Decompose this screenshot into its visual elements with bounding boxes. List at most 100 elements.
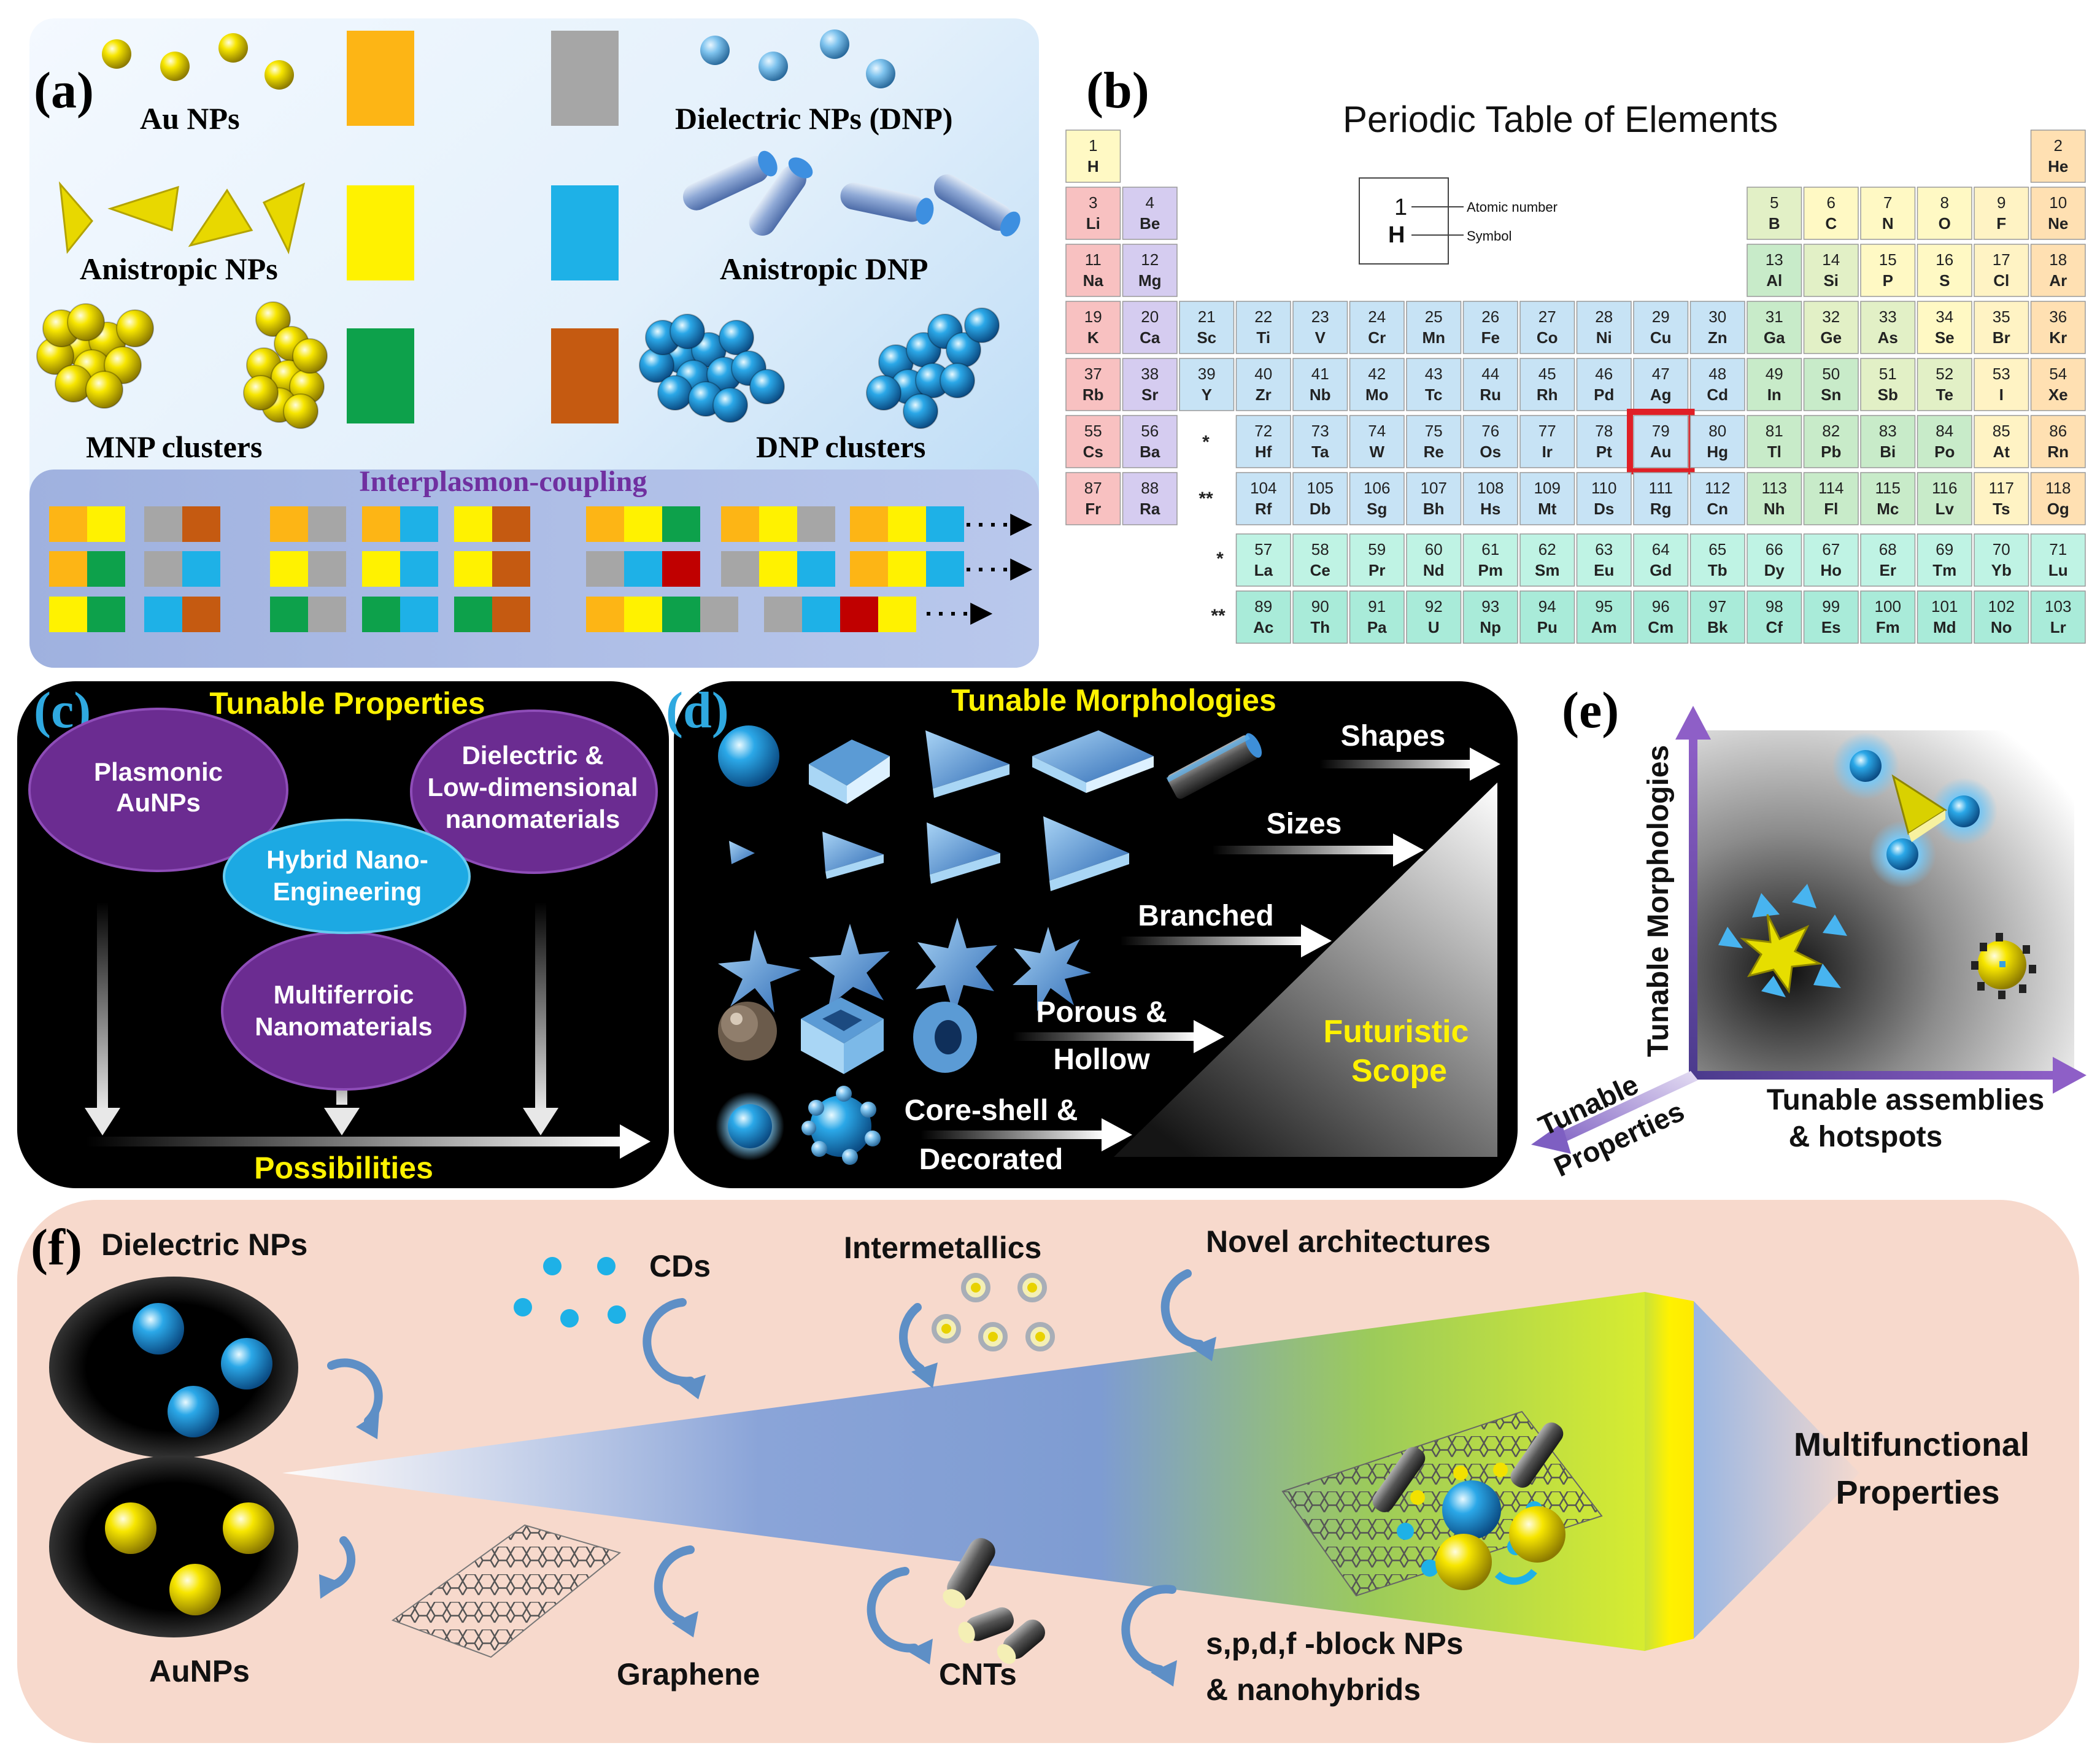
large-triangle-icon <box>927 822 1000 875</box>
series-marker: ** <box>1199 489 1213 509</box>
dielectric-rod <box>682 150 778 211</box>
xl-triangle-edge <box>1049 853 1129 891</box>
cluster-sphere <box>283 393 318 429</box>
au-nanoparticle <box>160 52 190 81</box>
svg-text:46: 46 <box>1595 365 1613 383</box>
svg-text:68: 68 <box>1879 540 1897 559</box>
svg-text:Sm: Sm <box>1535 561 1559 579</box>
svg-text:25: 25 <box>1425 307 1443 326</box>
multiferroic-ellipse <box>221 931 466 1091</box>
coupling-combo <box>49 551 125 587</box>
svg-text:57: 57 <box>1254 540 1272 559</box>
svg-text:W: W <box>1369 443 1384 461</box>
svg-text:Rg: Rg <box>1650 500 1672 518</box>
svg-text:55: 55 <box>1084 422 1102 440</box>
panel-a-label: (a) <box>34 62 94 119</box>
au-nanoparticle <box>102 39 131 69</box>
element-cell-i: 53I <box>1974 358 2029 411</box>
dielectric-rod <box>934 174 1021 237</box>
svg-text:Ho: Ho <box>1820 561 1842 579</box>
svg-text:18: 18 <box>2049 250 2067 269</box>
down-arrow <box>535 902 546 1111</box>
svg-text:98: 98 <box>1766 597 1783 616</box>
curved-arrows <box>324 1269 1204 1674</box>
svg-text:Gd: Gd <box>1650 561 1672 579</box>
svg-text:Y: Y <box>1202 385 1212 404</box>
novel-label: Novel architectures <box>1206 1224 1491 1259</box>
series-marker: ** <box>1211 606 1226 626</box>
cluster-sphere <box>255 301 291 337</box>
svg-text:I: I <box>1999 385 2004 404</box>
svg-text:Sn: Sn <box>1821 385 1841 404</box>
z-axis-bar <box>1546 1071 1698 1148</box>
svg-text:Eu: Eu <box>1594 561 1614 579</box>
square-plate-edge <box>1032 756 1086 793</box>
svg-text:Ce: Ce <box>1310 561 1330 579</box>
dielectric-np-icon <box>168 1386 219 1437</box>
svg-text:109: 109 <box>1534 479 1561 497</box>
svg-text:35: 35 <box>1993 307 2010 326</box>
svg-text:67: 67 <box>1822 540 1840 559</box>
svg-text:26: 26 <box>1481 307 1499 326</box>
svg-text:Fl: Fl <box>1824 500 1838 518</box>
element-key-symbol: H <box>1388 222 1405 248</box>
element-cell-y: 39Y <box>1179 358 1235 411</box>
dielectric-rod <box>840 182 934 225</box>
svg-text:Hf: Hf <box>1255 443 1272 461</box>
svg-text:7: 7 <box>1883 193 1892 212</box>
svg-text:96: 96 <box>1652 597 1670 616</box>
coupling-combo <box>454 551 530 587</box>
svg-text:Lv: Lv <box>1936 500 1955 518</box>
svg-text:52: 52 <box>1936 365 1953 383</box>
shapes-arrow <box>1470 748 1500 781</box>
svg-text:59: 59 <box>1368 540 1386 559</box>
au-np-icon <box>169 1564 221 1615</box>
svg-text:Hg: Hg <box>1707 443 1728 461</box>
svg-text:Bk: Bk <box>1707 618 1728 636</box>
svg-text:71: 71 <box>2049 540 2067 559</box>
svg-text:13: 13 <box>1766 250 1783 269</box>
svg-text:Tl: Tl <box>1767 443 1782 461</box>
svg-text:111: 111 <box>1648 479 1673 497</box>
svg-text:53: 53 <box>1993 365 2010 383</box>
svg-text:Fr: Fr <box>1085 500 1101 518</box>
cnts-label: CNTs <box>939 1657 1017 1691</box>
element-cell-f: 9F <box>1974 187 2029 240</box>
svg-text:Bh: Bh <box>1423 500 1445 518</box>
hybrid-line-2: Engineering <box>273 877 422 906</box>
cluster-sphere <box>866 375 901 411</box>
panel-a: (a) Au NPs Dielectric NPs (DNP) Anistrop… <box>29 18 1039 668</box>
svg-text:23: 23 <box>1311 307 1329 326</box>
cluster-sphere <box>940 363 975 398</box>
svg-text:Ta: Ta <box>1311 443 1329 461</box>
element-cell-o: 8O <box>1917 187 1972 240</box>
series-marker: * <box>1202 432 1210 452</box>
au-nanoparticle <box>218 33 248 63</box>
dielectric-nps-label: Dielectric NPs <box>101 1227 307 1262</box>
multiferroic-line-2: Nanomaterials <box>255 1012 432 1041</box>
svg-text:93: 93 <box>1481 597 1499 616</box>
svg-text:Pm: Pm <box>1478 561 1503 579</box>
element-cell-c: 6C <box>1803 187 1859 240</box>
svg-text:64: 64 <box>1652 540 1670 559</box>
svg-text:31: 31 <box>1766 307 1783 326</box>
coupling-combo <box>270 597 346 632</box>
svg-text:Db: Db <box>1310 500 1331 518</box>
svg-text:Pt: Pt <box>1596 443 1612 461</box>
